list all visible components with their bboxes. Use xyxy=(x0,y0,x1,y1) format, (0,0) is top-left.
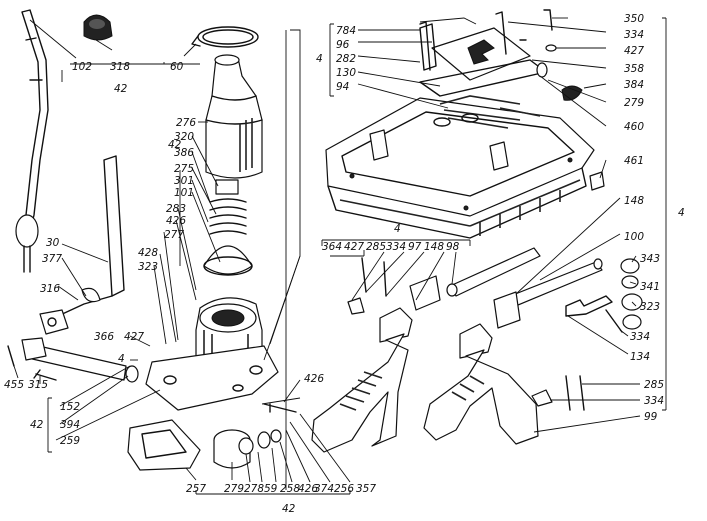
label-427c: 427 xyxy=(344,241,364,253)
label-102: 102 xyxy=(72,61,92,73)
cross-shaft xyxy=(7,337,139,383)
label-257: 257 xyxy=(186,483,206,495)
gearbox-case xyxy=(325,95,595,239)
label-98: 98 xyxy=(446,241,460,253)
label-256: 256 xyxy=(334,483,354,495)
label-386: 386 xyxy=(174,147,194,159)
label-94: 94 xyxy=(336,81,349,93)
label-374: 374 xyxy=(314,483,334,495)
label-384: 384 xyxy=(624,79,644,91)
label-97: 97 xyxy=(408,241,422,253)
label-101: 101 xyxy=(174,187,194,199)
label-343: 343 xyxy=(640,253,660,265)
label-59: 59 xyxy=(264,483,278,495)
label-334c: 334 xyxy=(630,331,650,343)
label-320: 320 xyxy=(174,131,194,143)
label-323b: 323 xyxy=(640,301,660,313)
label-377: 377 xyxy=(42,253,62,265)
callout-labels: 102 318 60 42 276 320 386 275 301 101 28… xyxy=(4,13,685,515)
label-285a: 285 xyxy=(366,241,386,253)
label-4-topleft: 4 xyxy=(316,53,323,65)
fork-97 xyxy=(311,307,413,453)
label-276: 276 xyxy=(176,117,196,129)
label-461: 461 xyxy=(624,155,644,167)
label-96: 96 xyxy=(336,39,350,51)
label-426b: 426 xyxy=(298,483,318,495)
label-258: 258 xyxy=(280,483,300,495)
label-42-mid: 42 xyxy=(168,139,182,151)
label-318: 318 xyxy=(110,61,130,73)
label-427b: 427 xyxy=(624,45,644,57)
gear-lever xyxy=(15,9,49,273)
label-316: 316 xyxy=(40,283,60,295)
label-323a: 323 xyxy=(138,261,158,273)
label-334b: 334 xyxy=(386,241,406,253)
lever-knob xyxy=(83,14,113,41)
label-283: 283 xyxy=(166,203,186,215)
side-lever-rod xyxy=(39,155,125,335)
label-334d: 334 xyxy=(644,395,664,407)
label-148a: 148 xyxy=(424,241,444,253)
label-152: 152 xyxy=(60,401,80,413)
label-148b: 148 xyxy=(624,195,644,207)
label-366: 366 xyxy=(94,331,114,343)
label-334a: 334 xyxy=(624,29,644,41)
label-341: 341 xyxy=(640,281,660,293)
label-4-right: 4 xyxy=(678,207,685,219)
leader-lines xyxy=(13,17,667,495)
label-428: 428 xyxy=(138,247,158,259)
label-357: 357 xyxy=(356,483,376,495)
label-60: 60 xyxy=(170,61,184,73)
label-99: 99 xyxy=(644,411,658,423)
top-cover-plate xyxy=(419,23,547,97)
label-134: 134 xyxy=(630,351,650,363)
bracket xyxy=(127,403,297,471)
label-784: 784 xyxy=(336,25,356,37)
selector-rod-98 xyxy=(409,247,541,311)
label-426a: 426 xyxy=(166,215,186,227)
label-394: 394 xyxy=(60,419,80,431)
label-277: 277 xyxy=(164,229,184,241)
label-282: 282 xyxy=(336,53,356,65)
right-small-parts xyxy=(620,258,643,330)
label-279: 279 xyxy=(224,483,244,495)
rubber-boot xyxy=(205,54,263,179)
label-275: 275 xyxy=(174,163,194,175)
label-364: 364 xyxy=(322,241,342,253)
label-315: 315 xyxy=(28,379,48,391)
interlock-pins xyxy=(347,257,623,411)
label-42-left: 42 xyxy=(30,419,44,431)
label-30: 30 xyxy=(46,237,60,249)
label-4-left: 4 xyxy=(118,353,125,365)
label-278: 278 xyxy=(244,483,264,495)
label-42-top: 42 xyxy=(114,83,128,95)
clamp-ring xyxy=(191,26,259,48)
label-279b: 279 xyxy=(624,97,644,109)
label-130: 130 xyxy=(336,67,356,79)
label-460: 460 xyxy=(624,121,644,133)
fork-99 xyxy=(423,323,539,445)
selector-housing xyxy=(145,297,279,411)
selector-rod-148 xyxy=(493,258,603,329)
label-4-mid: 4 xyxy=(394,223,401,235)
label-100: 100 xyxy=(624,231,644,243)
bushing-stack xyxy=(203,179,253,276)
label-259: 259 xyxy=(60,435,80,447)
label-42-bottom: 42 xyxy=(282,503,296,515)
label-455: 455 xyxy=(4,379,24,391)
label-426c: 426 xyxy=(304,373,324,385)
label-285b: 285 xyxy=(644,379,664,391)
label-301: 301 xyxy=(174,175,194,187)
label-427a: 427 xyxy=(124,331,144,343)
label-350: 350 xyxy=(624,13,644,25)
label-358: 358 xyxy=(624,63,644,75)
